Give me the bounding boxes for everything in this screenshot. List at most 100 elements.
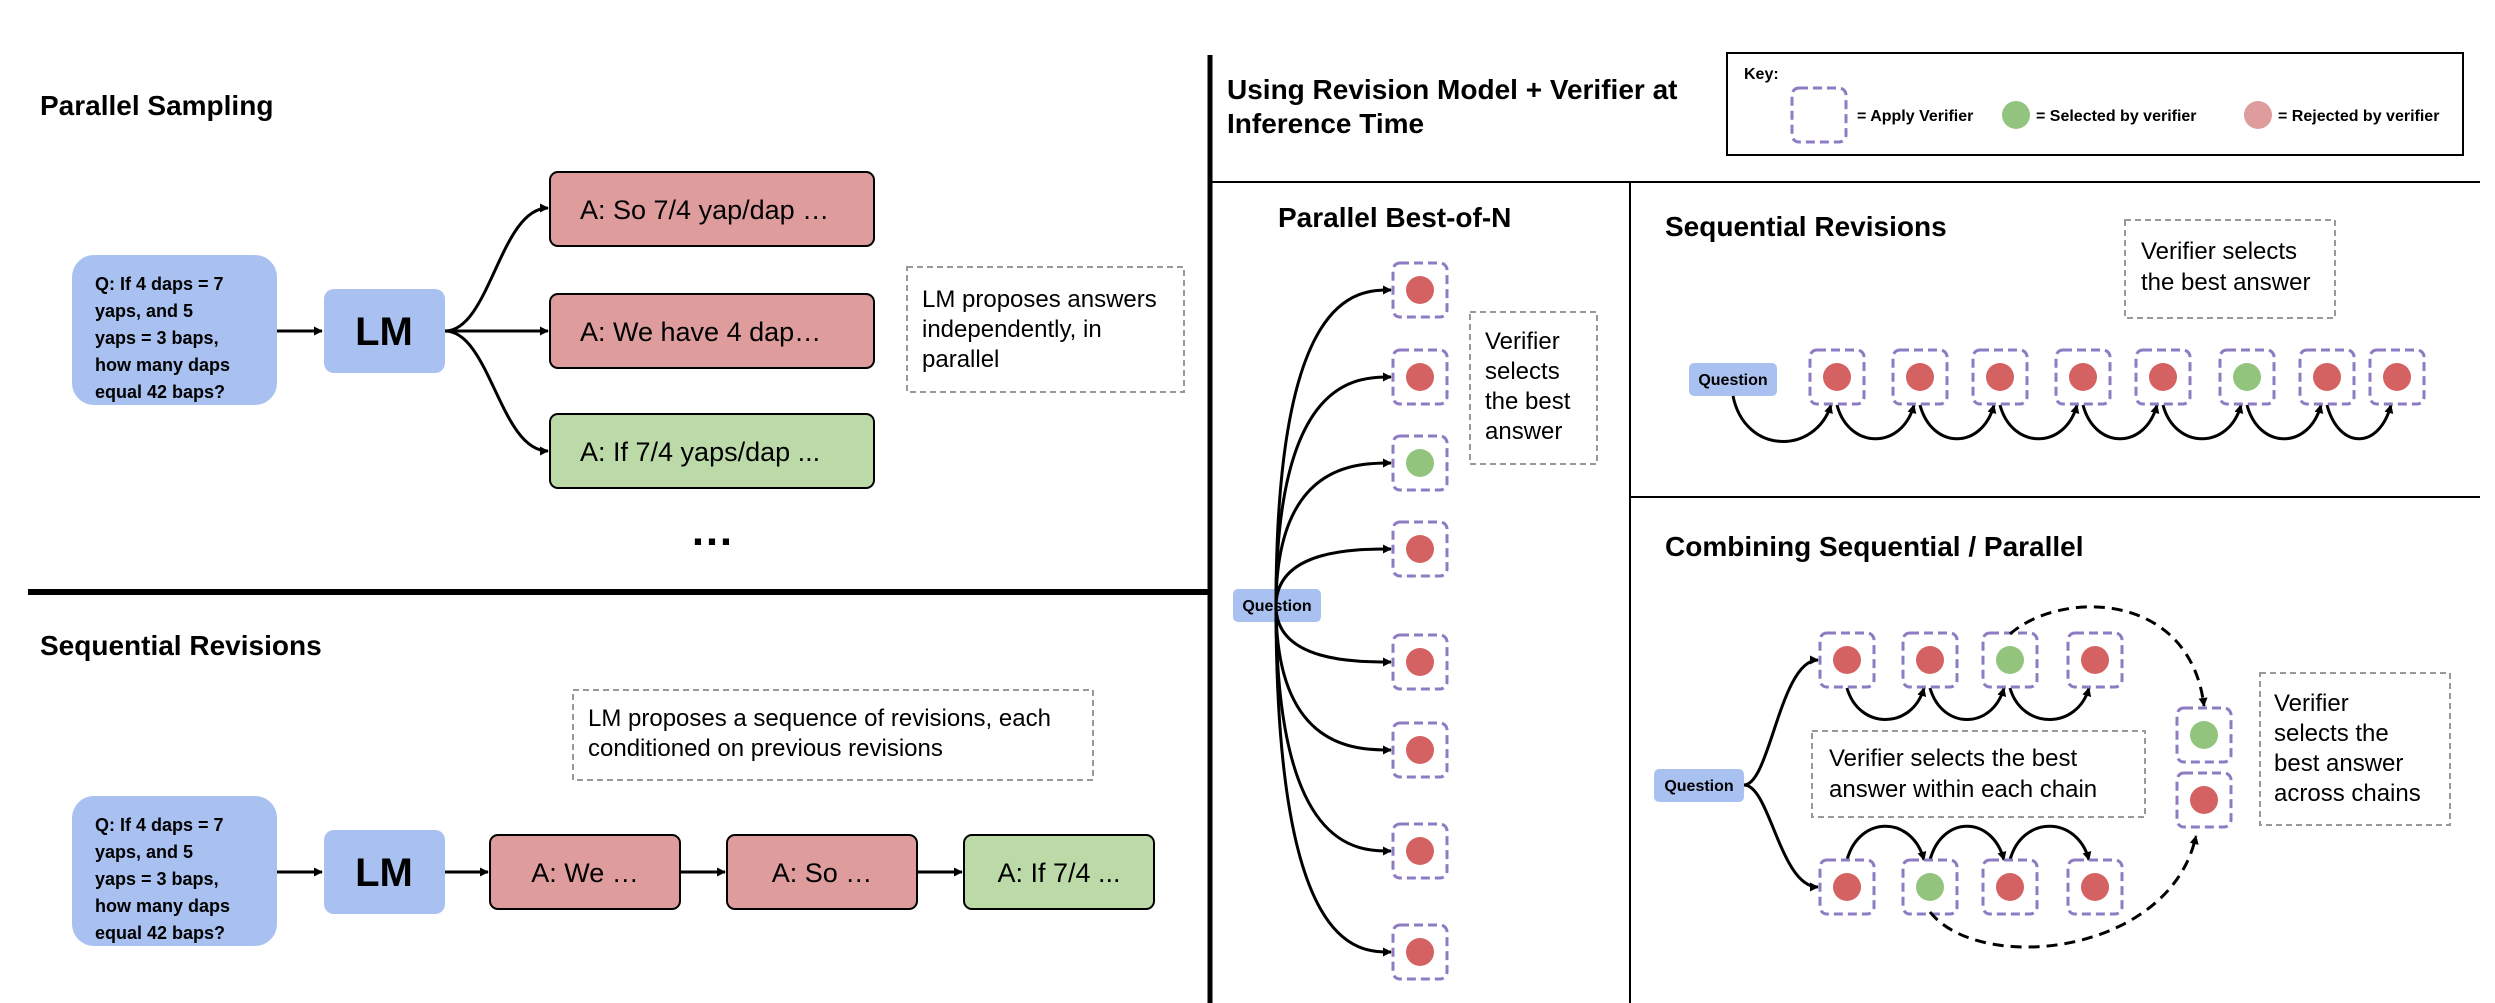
note-line: selects — [1485, 358, 1560, 385]
verifier-box — [2134, 348, 2192, 406]
key-box — [1726, 52, 2464, 156]
key-rejected-label: = Rejected by verifier — [2278, 108, 2439, 125]
note-line: LM proposes a sequence of revisions, eac… — [588, 705, 1051, 732]
combined-chain-note-text: Verifier selects the best answer within … — [1829, 745, 2097, 803]
combined-title: Combining Sequential / Parallel — [1665, 531, 2084, 562]
note-line: answer — [1485, 418, 1562, 445]
verifier-box — [1391, 822, 1449, 880]
verifier-box — [1901, 858, 1959, 916]
parallel-note-box — [906, 266, 1185, 393]
note-line: best answer — [2274, 750, 2403, 777]
combined-section: Combining Sequential / Parallel Question… — [1654, 531, 2451, 949]
note-line: Verifier — [1485, 328, 1560, 355]
right-title: Using Revision Model + Verifier at Infer… — [1227, 74, 1685, 139]
best-of-n-sample — [1391, 633, 1449, 691]
verifier-box — [2175, 706, 2233, 764]
right-sequential-arrows — [1731, 395, 2394, 443]
answer-box-2 — [549, 293, 875, 369]
rejected-answer-dot — [1906, 363, 1934, 391]
note-line: selects the — [2274, 720, 2389, 747]
verifier-box — [2066, 631, 2124, 689]
rejected-answer-dot — [1996, 873, 2024, 901]
note-line: Verifier selects the best — [1829, 745, 2077, 772]
key-verifier-swatch — [1790, 86, 1848, 144]
seq-revision-sample — [2298, 348, 2356, 406]
note-line: conditioned on previous revisions — [588, 735, 943, 762]
best-of-n-arrow — [1274, 605, 1392, 667]
best-of-n-arrow — [1274, 544, 1392, 607]
rejected-answer-dot — [1406, 648, 1434, 676]
verifier-box — [2066, 858, 2124, 916]
note-line: Verifier — [2274, 690, 2349, 717]
bottom-chain-arrow — [2008, 824, 2092, 861]
selected-answer-dot — [2190, 721, 2218, 749]
parallel-sampling-section: Parallel Sampling Q: If 4 daps = 7 yaps,… — [40, 90, 1185, 555]
question-text-parallel: Q: If 4 daps = 7 yaps, and 5 yaps = 3 ba… — [95, 274, 235, 402]
seq-revision-arrow — [1835, 404, 1917, 441]
best-of-n-sample — [1391, 348, 1449, 406]
rejected-answer-dot — [2313, 363, 2341, 391]
verifier-box — [1391, 434, 1449, 492]
bottom-chain-sample — [2066, 858, 2124, 916]
verifier-box — [1981, 858, 2039, 916]
seq-revision-arrow — [1918, 404, 1997, 441]
rejected-answer-dot — [2383, 363, 2411, 391]
rejected-answer-dot — [2149, 363, 2177, 391]
question-box-sequential — [72, 796, 277, 946]
parallel-note-text: LM proposes answers independently, in pa… — [922, 286, 1163, 373]
seq-revision-sample — [1808, 348, 1866, 406]
right-header: Using Revision Model + Verifier at Infer… — [1227, 52, 2464, 156]
seq-revision-arrow — [2325, 404, 2394, 441]
question-line: yaps, and 5 — [95, 301, 193, 321]
sequential-revisions-section: Sequential Revisions LM proposes a seque… — [40, 630, 1155, 946]
revision-text-2: A: So … — [772, 858, 873, 888]
combined-dashed-top-arrow — [2009, 605, 2208, 707]
rejected-answer-dot — [2069, 363, 2097, 391]
dividers — [28, 55, 2480, 1003]
seq-revision-arrow — [2245, 404, 2324, 441]
best-of-n-samples — [1391, 261, 1449, 981]
rejected-answer-dot — [1916, 646, 1944, 674]
top-chain-arrow — [2008, 687, 2092, 721]
selected-answer-dot — [1996, 646, 2024, 674]
verifier-box — [1971, 348, 2029, 406]
best-of-n-title: Parallel Best-of-N — [1278, 202, 1511, 233]
rejected-answer-dot — [1823, 363, 1851, 391]
revision-box-3 — [963, 834, 1155, 910]
verifier-box — [1391, 261, 1449, 319]
top-chain-arrow — [1845, 687, 1927, 721]
lm-label-parallel: LM — [355, 310, 413, 354]
combined-chain-samples — [1818, 631, 2233, 916]
bottom-chain-arrow — [1845, 824, 1927, 861]
best-of-n-arrow — [1274, 605, 1392, 957]
selected-answer-dot — [2233, 363, 2261, 391]
sequential-note-box — [572, 689, 1094, 781]
note-line: parallel — [922, 346, 999, 373]
note-line: across chains — [2274, 780, 2421, 807]
right-sequential-samples — [1808, 348, 2426, 406]
seq-revision-arrow — [2161, 404, 2244, 441]
question-line: yaps = 3 baps, — [95, 328, 219, 348]
best-of-n-sample — [1391, 434, 1449, 492]
best-of-n-sample — [1391, 721, 1449, 779]
note-line: Verifier selects — [2141, 238, 2297, 265]
key-selected-dot — [2002, 101, 2030, 129]
rejected-answer-dot — [1406, 938, 1434, 966]
verifier-box — [1391, 520, 1449, 578]
rejected-answer-dot — [1406, 276, 1434, 304]
combined-question-label: Question — [1664, 778, 1733, 795]
note-line: answer within each chain — [1829, 776, 2097, 803]
combined-dashed-bottom-arrow — [1928, 835, 2199, 949]
best-of-n-section: Parallel Best-of-N Question Verifier sel… — [1233, 202, 1598, 981]
rejected-answer-dot — [2081, 646, 2109, 674]
verifier-box — [2298, 348, 2356, 406]
note-line: the best answer — [2141, 269, 2310, 296]
verifier-box — [1391, 721, 1449, 779]
top-chain-sample — [1818, 631, 1876, 689]
best-of-n-arrow — [1274, 605, 1392, 856]
combined-question-tag — [1654, 769, 1744, 802]
question-line: how many daps — [95, 896, 230, 916]
top-chain-sample — [1981, 631, 2039, 689]
seq-first-arrow — [1731, 395, 1833, 443]
